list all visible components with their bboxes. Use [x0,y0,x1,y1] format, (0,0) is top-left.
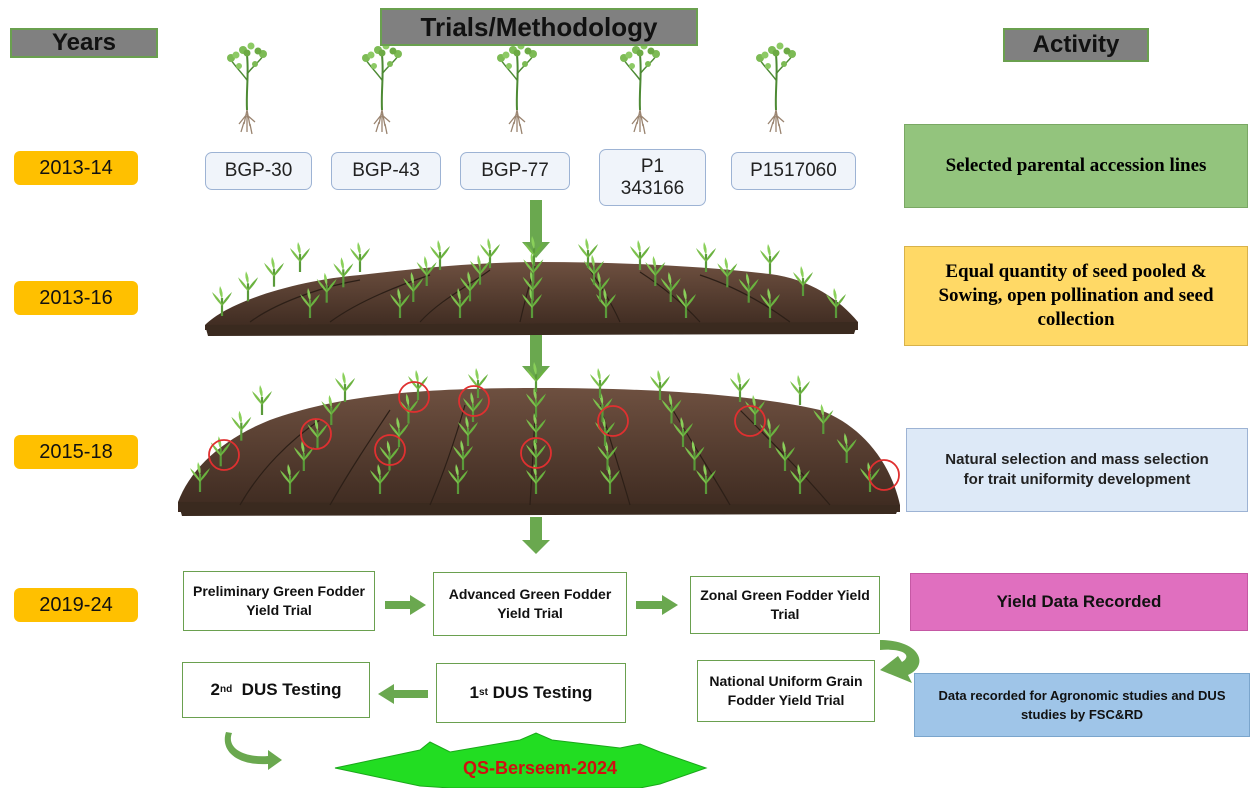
activity-header: Activity [1003,28,1149,62]
accession-box: BGP-30 [205,152,312,190]
curved-arrows [224,640,920,770]
seedling-icon [250,383,274,417]
seedling-icon [262,255,286,288]
field-selection [178,360,900,516]
trial-box-national: National Uniform Grain Fodder Yield Tria… [697,660,875,722]
selection-circles [208,381,900,491]
dus-first-number: 1 [469,682,480,702]
accession-box: BGP-77 [460,152,570,190]
activity-box-natural-selection: Natural selection and mass selection for… [906,428,1248,512]
year-badge: 2013-16 [14,281,138,315]
variety-starburst [334,732,708,788]
trial-box-advanced: Advanced Green Fodder Yield Trial [433,572,627,636]
seedling-icon [288,240,312,274]
field-sowing [205,234,858,336]
seedling-icon [333,370,357,404]
plant-icons [226,41,797,135]
dus-first-label: DUS Testing [487,682,593,702]
dus-second-suffix: nd [220,684,233,696]
seedling-icon [348,240,372,274]
accession-box: P1517060 [731,152,856,190]
activity-box-parental-selection: Selected parental accession lines [904,124,1248,208]
dus-second-number: 2 [210,679,220,699]
years-header: Years [10,28,158,58]
trial-box-zonal: Zonal Green Fodder Yield Trial [690,576,880,634]
activity-box-yield-data: Yield Data Recorded [910,573,1248,631]
accession-box: P1 343166 [599,149,706,206]
dus-first-suffix: st [479,687,488,699]
year-badge: 2019-24 [14,588,138,622]
seedling-icon [788,373,812,407]
variety-name: QS-Berseem-2024 [462,757,618,778]
seedling-icon [758,242,782,276]
accession-box: BGP-43 [331,152,441,190]
year-badge: 2013-14 [14,151,138,185]
year-badge: 2015-18 [14,435,138,469]
dus-second-label: DUS Testing [232,679,342,699]
activity-box-seed-pooling: Equal quantity of seed pooled & Sowing, … [904,246,1248,346]
methodology-header: Trials/Methodology [380,8,698,46]
trial-box-preliminary: Preliminary Green Fodder Yield Trial [183,571,375,631]
activity-box-dus-data: Data recorded for Agronomic studies and … [914,673,1250,737]
seedling-icon [236,270,260,303]
